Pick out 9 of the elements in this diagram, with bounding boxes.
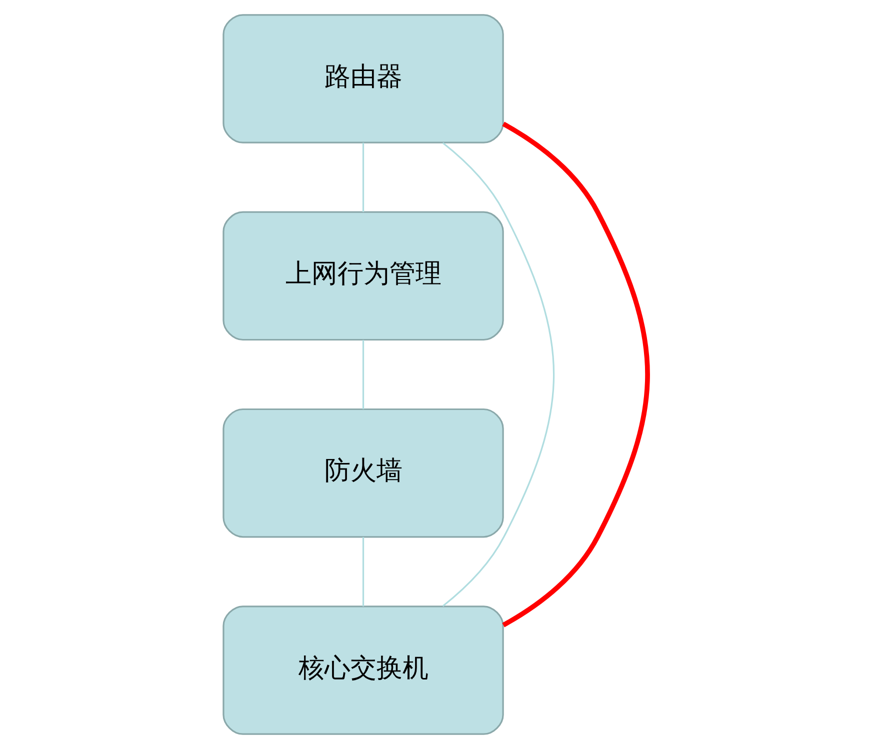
connector bbox=[362, 340, 364, 410]
node-box: 核心交换机 bbox=[222, 606, 504, 735]
connector bbox=[362, 142, 364, 212]
connector bbox=[502, 122, 650, 628]
connector bbox=[442, 142, 554, 607]
node-box: 上网行为管理 bbox=[222, 211, 504, 341]
connector bbox=[362, 537, 364, 606]
node-box: 防火墙 bbox=[222, 408, 504, 538]
node-box: 路由器 bbox=[222, 14, 504, 144]
